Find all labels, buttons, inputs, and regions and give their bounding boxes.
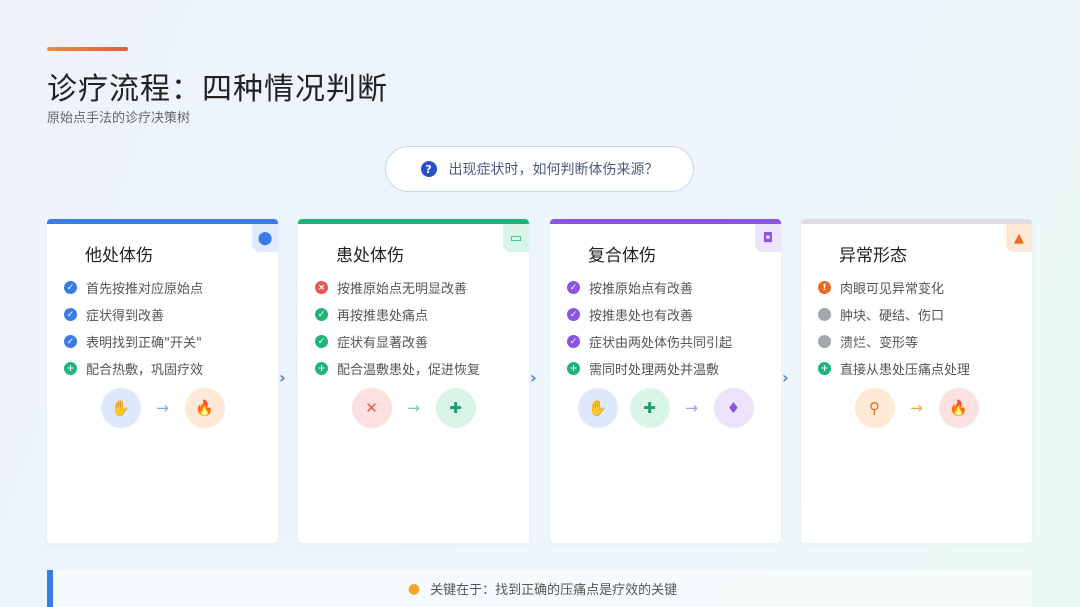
circle-icon xyxy=(818,308,831,321)
case-card: ⬤ 他处体伤 ✓ 首先按推对应原始点 ✓ 症状得到改善 ✓ 表明找到正确"开关" + 配合热敷… xyxy=(47,219,278,543)
exclaim-icon: ! xyxy=(818,281,831,294)
card-title: 异常形态 xyxy=(839,246,907,266)
check-icon: ✓ xyxy=(567,335,580,348)
card-items: ✓ 按推原始点有改善 ✓ 按推患处也有改善 ✓ 症状由两处体伤共同引起 + 需同时处理两处并温… xyxy=(567,274,732,382)
check-icon: ✓ xyxy=(315,335,328,348)
card-items: × 按推原始点无明显改善 ✓ 再按推患处痛点 ✓ 症状有显著改善 + 配合温敷患处，促进恢复 xyxy=(315,274,480,382)
lightbulb-icon: ● xyxy=(407,580,421,597)
case-card: ◘ 复合体伤 ✓ 按推原始点有改善 ✓ 按推患处也有改善 ✓ 症状由两处体伤共同引起 + 需同… xyxy=(550,219,781,543)
list-item: ✓ 再按推患处痛点 xyxy=(315,301,480,328)
hand-icon: ✋ xyxy=(577,388,618,428)
plus-icon: + xyxy=(315,362,328,375)
plus-icon: + xyxy=(64,362,77,375)
item-text: 首先按推对应原始点 xyxy=(86,282,204,297)
card-top-bar xyxy=(47,219,278,224)
treatment-flow: ⚲ → 🔥 xyxy=(801,388,1032,428)
title-accent-bar xyxy=(47,47,128,51)
item-text: 肉眼可见异常变化 xyxy=(840,282,945,297)
list-item: + 需同时处理两处并温敷 xyxy=(567,355,732,382)
list-item: ✓ 症状由两处体伤共同引起 xyxy=(567,328,732,355)
arrow-right-icon: → xyxy=(407,399,420,417)
card-top-bar xyxy=(550,219,781,224)
arrow-right-icon: → xyxy=(156,399,169,417)
list-item: + 直接从患处压痛点处理 xyxy=(818,355,970,382)
chevron-right-icon: › xyxy=(279,368,286,387)
item-text: 配合热敷，巩固疗效 xyxy=(86,363,204,378)
card-title: 患处体伤 xyxy=(336,246,404,266)
hand-icon: ✋ xyxy=(100,388,141,428)
location-pin-icon: ⬤ xyxy=(252,224,278,252)
check-icon: ✓ xyxy=(64,281,77,294)
list-item: ✓ 症状有显著改善 xyxy=(315,328,480,355)
plus-icon: + xyxy=(567,362,580,375)
arrow-right-icon: → xyxy=(910,399,923,417)
hand-holding-plus-icon: ✚ xyxy=(435,388,476,428)
fire-icon: 🔥 xyxy=(938,388,979,428)
check-icon: ✓ xyxy=(64,308,77,321)
list-item: × 按推原始点无明显改善 xyxy=(315,274,480,301)
list-item: ✓ 按推原始点有改善 xyxy=(567,274,732,301)
case-card: ▲ 异常形态 ! 肉眼可见异常变化肿块、硬结、伤口溃烂、变形等 + 直接从患处压痛点处… xyxy=(801,219,1032,543)
check-icon: ✓ xyxy=(567,308,580,321)
fire-icon: 🔥 xyxy=(184,388,225,428)
question-banner: ? 出现症状时，如何判断体伤来源？ xyxy=(385,146,694,192)
arrow-right-icon: → xyxy=(685,399,698,417)
list-item: 肿块、硬结、伤口 xyxy=(818,301,970,328)
card-title: 复合体伤 xyxy=(588,246,656,266)
chevron-right-icon: › xyxy=(782,368,789,387)
item-text: 溃烂、变形等 xyxy=(840,336,919,351)
item-text: 需同时处理两处并温敷 xyxy=(589,363,720,378)
question-text: 出现症状时，如何判断体伤来源？ xyxy=(448,162,659,178)
list-item: ! 肉眼可见异常变化 xyxy=(818,274,970,301)
list-item: 溃烂、变形等 xyxy=(818,328,970,355)
card-top-bar xyxy=(801,219,1032,224)
item-text: 症状得到改善 xyxy=(86,309,165,324)
card-items: ! 肉眼可见异常变化肿块、硬结、伤口溃烂、变形等 + 直接从患处压痛点处理 xyxy=(818,274,970,382)
list-item: ✓ 按推患处也有改善 xyxy=(567,301,732,328)
circle-icon xyxy=(818,335,831,348)
check-icon: ✓ xyxy=(315,308,328,321)
bandage-icon: ▭ xyxy=(503,224,529,252)
chevron-right-icon: › xyxy=(530,368,537,387)
list-item: + 配合热敷，巩固疗效 xyxy=(64,355,203,382)
item-text: 再按推患处痛点 xyxy=(337,309,429,324)
item-text: 配合温敷患处，促进恢复 xyxy=(337,363,481,378)
list-item: ✓ 首先按推对应原始点 xyxy=(64,274,203,301)
list-item: ✓ 表明找到正确"开关" xyxy=(64,328,203,355)
card-top-bar xyxy=(298,219,529,224)
flame-icon: ♦ xyxy=(713,388,754,428)
warning-triangle-icon: ▲ xyxy=(1006,224,1032,252)
key-point-footer: ● 关键在于：找到正确的压痛点是疗效的关键 xyxy=(47,570,1032,607)
item-text: 按推原始点有改善 xyxy=(589,282,694,297)
item-text: 按推患处也有改善 xyxy=(589,309,694,324)
check-icon: ✓ xyxy=(567,281,580,294)
item-text: 表明找到正确"开关" xyxy=(86,336,202,351)
item-text: 按推原始点无明显改善 xyxy=(337,282,468,297)
check-icon: ✓ xyxy=(64,335,77,348)
treatment-flow: ✋ → 🔥 xyxy=(47,388,278,428)
item-text: 直接从患处压痛点处理 xyxy=(840,363,971,378)
treatment-flow: ✋ ✚ → ♦ xyxy=(550,388,781,428)
plus-icon: + xyxy=(818,362,831,375)
item-text: 肿块、硬结、伤口 xyxy=(840,309,945,324)
treatment-flow: ✕ → ✚ xyxy=(298,388,529,428)
card-items: ✓ 首先按推对应原始点 ✓ 症状得到改善 ✓ 表明找到正确"开关" + 配合热敷，巩固疗效 xyxy=(64,274,203,382)
item-text: 症状有显著改善 xyxy=(337,336,429,351)
footer-text: 关键在于：找到正确的压痛点是疗效的关键 xyxy=(430,583,678,598)
x-icon: ✕ xyxy=(351,388,392,428)
list-item: ✓ 症状得到改善 xyxy=(64,301,203,328)
search-icon: ⚲ xyxy=(854,388,895,428)
card-title: 他处体伤 xyxy=(85,246,153,266)
item-text: 症状由两处体伤共同引起 xyxy=(589,336,733,351)
cross-icon: × xyxy=(315,281,328,294)
object-group-icon: ◘ xyxy=(755,224,781,252)
hand-holding-plus-icon: ✚ xyxy=(629,388,670,428)
question-circle-icon: ? xyxy=(420,161,437,177)
page-title: 诊疗流程：四种情况判断 xyxy=(47,72,388,107)
page-subtitle: 原始点手法的诊疗决策树 xyxy=(47,111,191,126)
case-card: ▭ 患处体伤 × 按推原始点无明显改善 ✓ 再按推患处痛点 ✓ 症状有显著改善 + 配合温敷患… xyxy=(298,219,529,543)
list-item: + 配合温敷患处，促进恢复 xyxy=(315,355,480,382)
